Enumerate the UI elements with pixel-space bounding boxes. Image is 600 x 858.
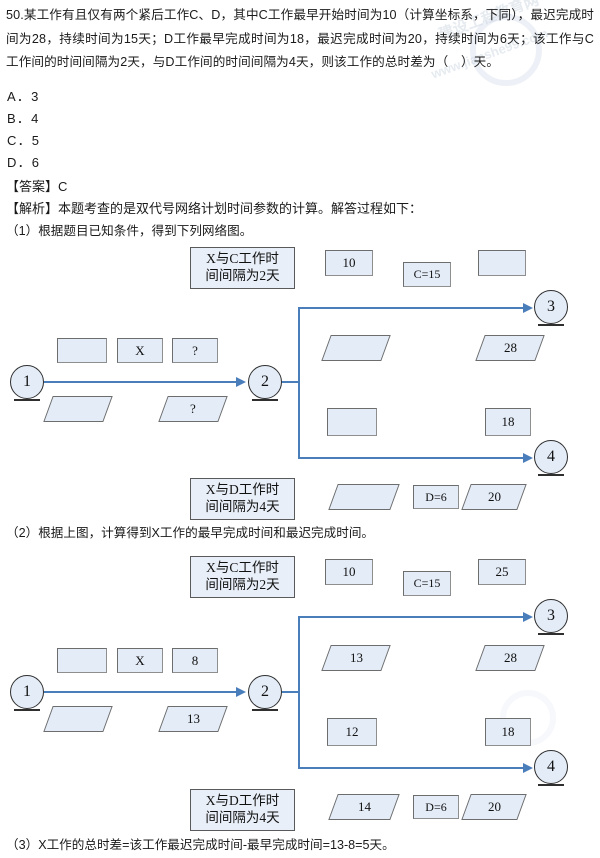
diagram2-x-box-1: X xyxy=(117,648,163,673)
arrow2-1-to-2-line xyxy=(44,691,239,693)
note-x-c-interval-2: X与C工作时间间隔为2天 xyxy=(190,556,295,598)
arrow2-1-to-2-head xyxy=(236,687,246,697)
arrow-2-to-3-head xyxy=(523,303,533,313)
diagram1-x-para-0 xyxy=(43,396,113,422)
diagram1-node-3: 3 xyxy=(534,290,568,326)
arrow-1-to-2-line xyxy=(44,381,239,383)
diagram1-c-para-1-text: 28 xyxy=(503,340,517,355)
diagram2-c-para-1: 28 xyxy=(475,645,545,671)
arrow2-2-to-4-head xyxy=(523,763,533,773)
option-b[interactable]: B．4 xyxy=(7,111,40,126)
arrow2-2-to-3-head xyxy=(523,612,533,622)
diagram2-d-box-0: 12 xyxy=(327,718,377,746)
diagram2-c-para-0-text: 13 xyxy=(349,650,363,665)
diagram1-node-1: 1 xyxy=(10,365,44,401)
answer-line: 【答案】C xyxy=(6,179,68,194)
diagram1-d-box-0 xyxy=(327,408,377,436)
diagram1-x-box-0 xyxy=(57,338,107,363)
arrow-2-to-4-head xyxy=(523,453,533,463)
diagram2-node-1: 1 xyxy=(10,675,44,711)
step-2-text: （2）根据上图，计算得到X工作的最早完成时间和最迟完成时间。 xyxy=(6,526,375,540)
diagram2-c-box-2: 25 xyxy=(478,559,526,585)
diagram2-d-box-1: 18 xyxy=(485,718,531,746)
diagram2-node-2: 2 xyxy=(248,675,282,711)
analysis-line: 【解析】本题考查的是双代号网络计划时间参数的计算。解答过程如下： xyxy=(6,201,423,216)
diagram2-x-para-0 xyxy=(43,706,113,732)
note-x-c-interval-1: X与C工作时间间隔为2天 xyxy=(190,247,295,289)
diagram2-d-para-0: 14 xyxy=(328,794,400,820)
arrow-2-to-branch-stub xyxy=(282,381,300,383)
diagram2-node-4: 4 xyxy=(534,750,568,786)
question-number: 50. xyxy=(6,8,24,22)
option-a[interactable]: A．3 xyxy=(7,89,40,104)
diagram1-c-para-1: 28 xyxy=(475,335,545,361)
arrow-2-to-3-line xyxy=(298,307,526,309)
arrow2-2-to-3-line xyxy=(298,616,526,618)
option-c[interactable]: C．5 xyxy=(7,133,41,148)
arrow2-2-to-4-line xyxy=(298,767,526,769)
diagram1-d-box-eq: D=6 xyxy=(413,485,459,509)
diagram1-c-box-1: C=15 xyxy=(403,262,451,287)
diagram1-d-para-1-text: 20 xyxy=(487,489,501,504)
diagram1-x-para-1-text: ? xyxy=(190,401,196,416)
step-3-text: （3）X工作的总时差=该工作最迟完成时间-最早完成时间=13-8=5天。 xyxy=(6,838,395,852)
diagram1-c-para-0 xyxy=(321,335,391,361)
diagram2-c-para-1-text: 28 xyxy=(503,650,517,665)
diagram1-node-2: 2 xyxy=(248,365,282,401)
diagram2-x-box-0 xyxy=(57,648,107,673)
diagram2-x-box-2: 8 xyxy=(172,648,218,673)
branch-vertical-2 xyxy=(298,617,300,768)
branch-vertical-1 xyxy=(298,308,300,458)
diagram1-c-box-0: 10 xyxy=(325,250,373,276)
diagram2-d-para-1-text: 20 xyxy=(487,799,501,814)
diagram2-x-para-1-text: 13 xyxy=(186,711,200,726)
diagram2-d-para-0-text: 14 xyxy=(357,799,371,814)
diagram1-d-para-1: 20 xyxy=(461,484,527,510)
diagram1-node-4: 4 xyxy=(534,440,568,476)
question-stem-text: 某工作有且仅有两个紧后工作C、D，其中C工作最早开始时间为10（计算坐标系，下同… xyxy=(6,8,594,69)
diagram1-x-box-2: ? xyxy=(172,338,218,363)
diagram2-node-3: 3 xyxy=(534,599,568,635)
diagram1-x-para-1: ? xyxy=(158,396,228,422)
diagram2-c-para-0: 13 xyxy=(321,645,391,671)
option-d[interactable]: D．6 xyxy=(7,155,41,170)
question-stem: 50.某工作有且仅有两个紧后工作C、D，其中C工作最早开始时间为10（计算坐标系… xyxy=(6,4,594,75)
diagram2-c-box-0: 10 xyxy=(325,559,373,585)
diagram2-d-box-eq: D=6 xyxy=(413,795,459,819)
diagram1-x-box-1: X xyxy=(117,338,163,363)
diagram2-d-para-1: 20 xyxy=(461,794,527,820)
arrow2-2-to-branch-stub xyxy=(282,691,300,693)
diagram2-x-para-1: 13 xyxy=(158,706,228,732)
step-1-text: （1）根据题目已知条件，得到下列网络图。 xyxy=(6,224,253,238)
arrow-2-to-4-line xyxy=(298,457,526,459)
diagram1-d-box-1: 18 xyxy=(485,408,531,436)
diagram2-c-box-1: C=15 xyxy=(403,571,451,596)
note-x-d-interval-1: X与D工作时间间隔为4天 xyxy=(190,478,295,520)
diagram1-c-box-2 xyxy=(478,250,526,276)
arrow-1-to-2-head xyxy=(236,377,246,387)
note-x-d-interval-2: X与D工作时间间隔为4天 xyxy=(190,789,295,831)
diagram1-d-para-0 xyxy=(328,484,400,510)
